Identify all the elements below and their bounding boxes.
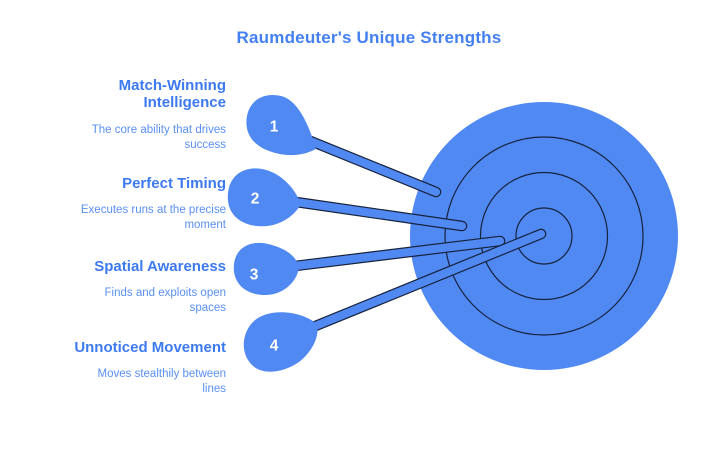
strength-description: The core ability that drives success bbox=[91, 123, 226, 151]
dart-4-number: 4 bbox=[270, 338, 279, 355]
strength-description: Finds and exploits open spaces bbox=[104, 287, 226, 315]
dart-2: 2 bbox=[227, 168, 468, 232]
strength-description: Moves stealthily between lines bbox=[97, 368, 226, 396]
dart-3: 3 bbox=[233, 235, 506, 296]
page-title: Raumdeuter's Unique Strengths bbox=[236, 28, 502, 47]
target-bullseye-ring bbox=[515, 207, 573, 265]
dart-1-flight bbox=[246, 94, 316, 156]
dart-4: 4 bbox=[243, 228, 547, 372]
dart-3-flight bbox=[233, 242, 299, 296]
dart-4-needle bbox=[308, 229, 546, 332]
dart-3-needle bbox=[290, 236, 505, 271]
dart-3-number: 3 bbox=[250, 267, 259, 284]
dart-4-flight bbox=[243, 312, 318, 372]
dart-2-number: 2 bbox=[251, 191, 260, 208]
target-ring-3 bbox=[479, 171, 609, 301]
strength-item-1: Match-Winning Intelligence The core abil… bbox=[0, 77, 226, 153]
strength-label: Spatial Awareness bbox=[94, 258, 226, 275]
strength-label: Match-Winning Intelligence bbox=[118, 77, 226, 112]
strength-item-3: Spatial Awareness Finds and exploits ope… bbox=[0, 258, 226, 317]
dart-2-flight bbox=[227, 168, 301, 227]
strength-label: Unnoticed Movement bbox=[74, 339, 226, 356]
target-ring-2 bbox=[444, 136, 644, 336]
dart-1-number: 1 bbox=[270, 119, 279, 136]
dart-1: 1 bbox=[246, 94, 442, 198]
strength-description: Executes runs at the precise moment bbox=[80, 204, 226, 232]
dart-1-needle bbox=[303, 135, 441, 197]
strength-label: Perfect Timing bbox=[122, 175, 226, 192]
strength-item-2: Perfect Timing Executes runs at the prec… bbox=[0, 175, 226, 234]
strength-item-4: Unnoticed Movement Moves stealthily betw… bbox=[0, 339, 226, 398]
dart-2-needle bbox=[291, 197, 467, 231]
